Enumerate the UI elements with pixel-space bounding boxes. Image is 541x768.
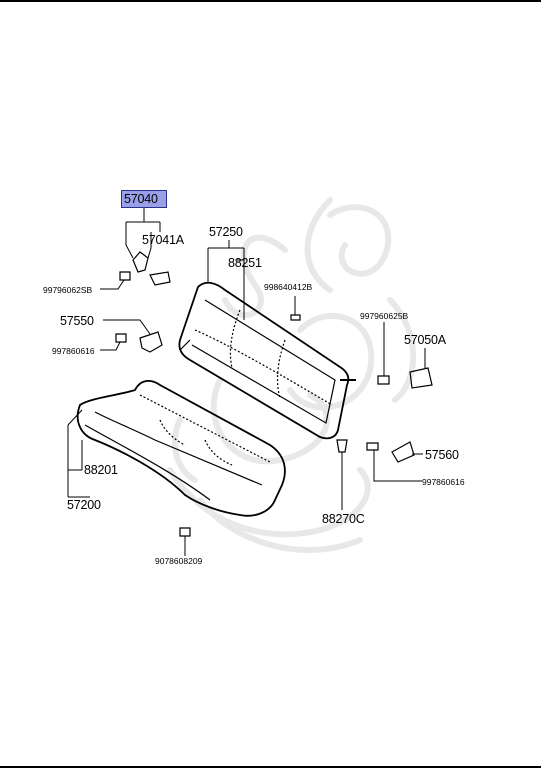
bolt-left-lower xyxy=(115,333,127,343)
seat-back-assembly xyxy=(178,281,350,440)
bolt-right-upper xyxy=(377,375,390,385)
bolt-right-lower xyxy=(366,442,379,451)
callout-57250[interactable]: 57250 xyxy=(209,225,243,239)
grommet xyxy=(336,439,348,453)
callout-57550[interactable]: 57550 xyxy=(60,314,94,328)
callout-997960625b[interactable]: 997960625B xyxy=(360,311,409,321)
seat-back-latch xyxy=(409,367,433,389)
screw-bottom xyxy=(179,527,191,537)
callout-88251[interactable]: 88251 xyxy=(228,256,262,270)
callout-997860616-right[interactable]: 997860616 xyxy=(422,477,465,487)
callout-57560[interactable]: 57560 xyxy=(425,448,459,462)
child-seat-hook-bracket xyxy=(132,251,149,273)
callout-88201[interactable]: 88201 xyxy=(84,463,118,477)
callout-88270c[interactable]: 88270C xyxy=(322,512,365,526)
callout-998640412b[interactable]: 998640412B xyxy=(264,282,313,292)
seat-cushion-outline xyxy=(76,379,286,517)
bolt-left-upper xyxy=(119,271,131,281)
callout-997860616-left[interactable]: 997860616 xyxy=(52,346,95,356)
selected-part-highlight[interactable] xyxy=(121,190,167,208)
callout-9078608209[interactable]: 9078608209 xyxy=(155,556,203,566)
hinge-bracket-right xyxy=(391,441,415,463)
callout-99796062sb[interactable]: 99796062SB xyxy=(43,285,93,295)
hinge-bracket-left xyxy=(139,331,163,353)
seat-back-outline xyxy=(178,281,350,440)
clip-center xyxy=(290,314,301,321)
callout-57050a[interactable]: 57050A xyxy=(404,333,446,347)
seat-cushion-assembly xyxy=(76,379,286,517)
bottom-rule xyxy=(0,766,541,768)
leader-lines xyxy=(67,208,426,556)
callout-57040[interactable]: 57040 xyxy=(124,192,158,206)
top-rule xyxy=(0,0,541,2)
hardware-parts xyxy=(115,251,433,537)
callout-57200[interactable]: 57200 xyxy=(67,498,101,512)
ornamental-crest-watermark-icon xyxy=(167,197,417,553)
callout-57041a[interactable]: 57041A xyxy=(142,233,184,247)
